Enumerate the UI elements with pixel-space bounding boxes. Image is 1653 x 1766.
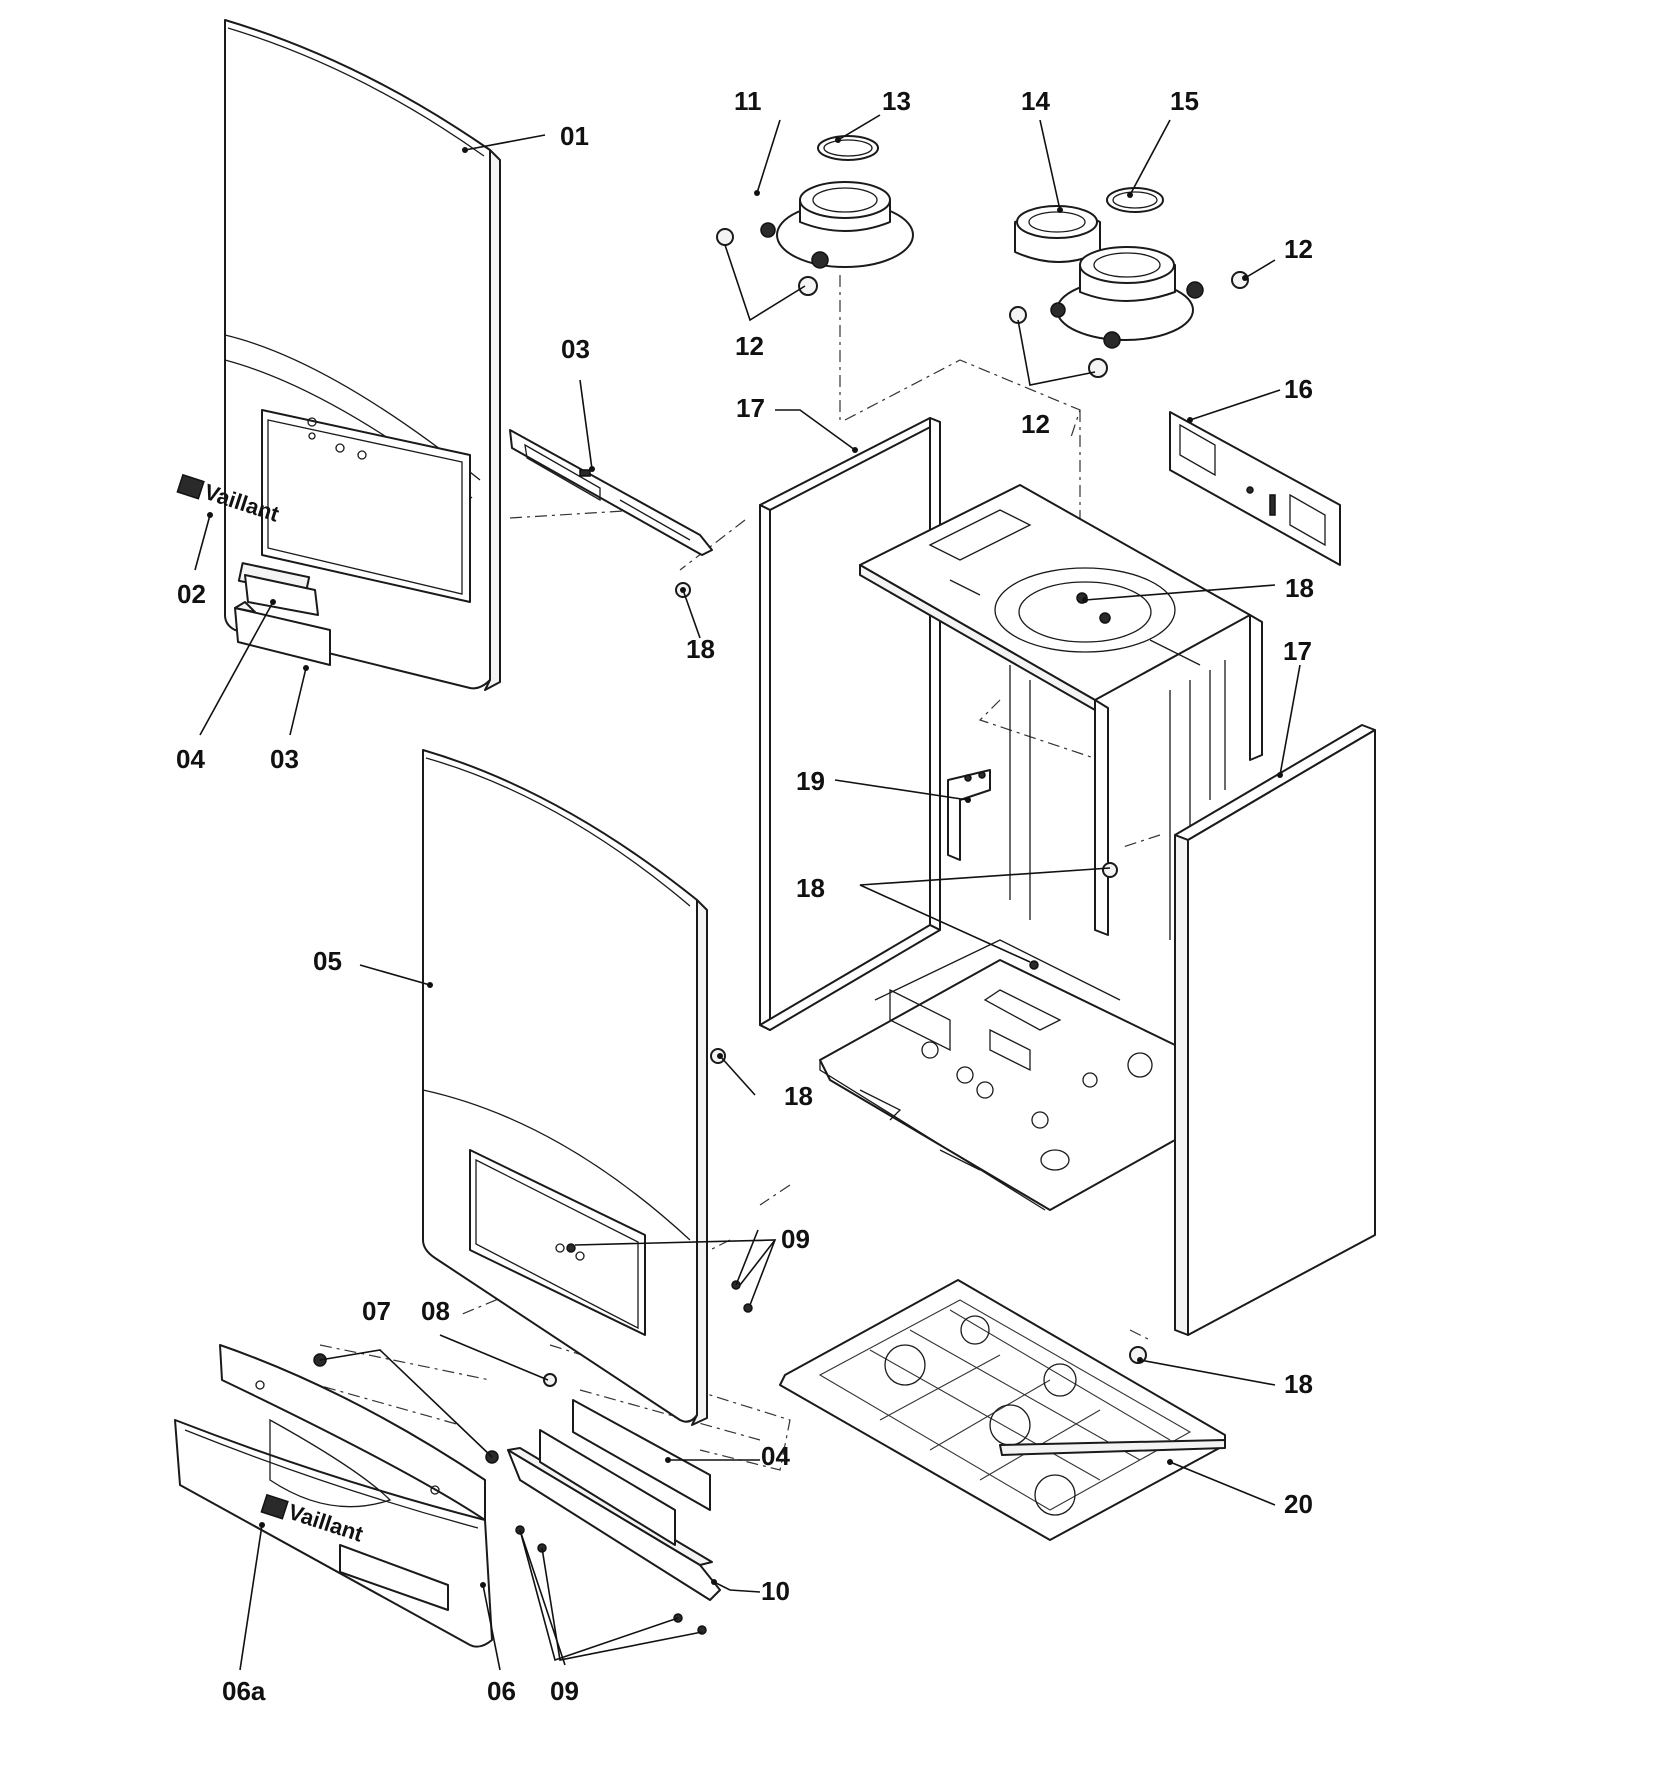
- callout-18-middle: 18: [796, 873, 825, 903]
- callout-17-left: 17: [736, 393, 765, 423]
- callout-04-upper: 04: [176, 744, 205, 774]
- callout-09-rail: 09: [550, 1676, 579, 1706]
- callout-02: 02: [177, 579, 206, 609]
- callout-20: 20: [1284, 1489, 1313, 1519]
- callout-18-lower: 18: [784, 1081, 813, 1111]
- callout-14: 14: [1021, 86, 1050, 116]
- callout-12-twin: 12: [1021, 409, 1050, 439]
- flue-adapter-twin: [1009, 187, 1249, 378]
- callout-12-left: 12: [735, 331, 764, 361]
- callout-15: 15: [1170, 86, 1199, 116]
- callout-03-trim-strip: 03: [561, 334, 590, 364]
- front-panel-upper: Vaillant: [176, 19, 501, 691]
- bottom-cover: Vaillant: [174, 1344, 493, 1648]
- callout-09-panel: 09: [781, 1224, 810, 1254]
- callout-17-right: 17: [1283, 636, 1312, 666]
- callout-13: 13: [882, 86, 911, 116]
- callout-06: 06: [487, 1676, 516, 1706]
- side-panel-right: [1174, 724, 1376, 1336]
- callout-06a: 06a: [222, 1676, 266, 1706]
- flue-adapter-single: [716, 135, 914, 296]
- leader-lines: [194, 114, 1301, 1671]
- trim-strip: [509, 429, 713, 556]
- callout-16: 16: [1284, 374, 1313, 404]
- callout-10: 10: [761, 1576, 790, 1606]
- front-panel-lower: [422, 749, 708, 1426]
- callout-18-top: 18: [1285, 573, 1314, 603]
- side-panel-left: [759, 417, 941, 1031]
- callout-01: 01: [560, 121, 589, 151]
- base-grille: [779, 1279, 1226, 1541]
- callout-labels: 01 02 03 03 04 04 05 06 06a 07 08 09 09 …: [176, 86, 1314, 1706]
- trim-parts-upper: [234, 574, 331, 666]
- callout-18-base: 18: [1284, 1369, 1313, 1399]
- callout-19: 19: [796, 766, 825, 796]
- lower-trim-rail: [507, 1399, 721, 1601]
- callout-07: 07: [362, 1296, 391, 1326]
- callout-11: 11: [734, 86, 762, 116]
- callout-03-cover: 03: [270, 744, 299, 774]
- callout-05: 05: [313, 946, 342, 976]
- callout-18-side: 18: [686, 634, 715, 664]
- callout-12-right: 12: [1284, 234, 1313, 264]
- chassis-frame: [819, 484, 1263, 1211]
- callout-08: 08: [421, 1296, 450, 1326]
- callout-04-lower: 04: [761, 1441, 790, 1471]
- wall-bracket: [1169, 411, 1341, 566]
